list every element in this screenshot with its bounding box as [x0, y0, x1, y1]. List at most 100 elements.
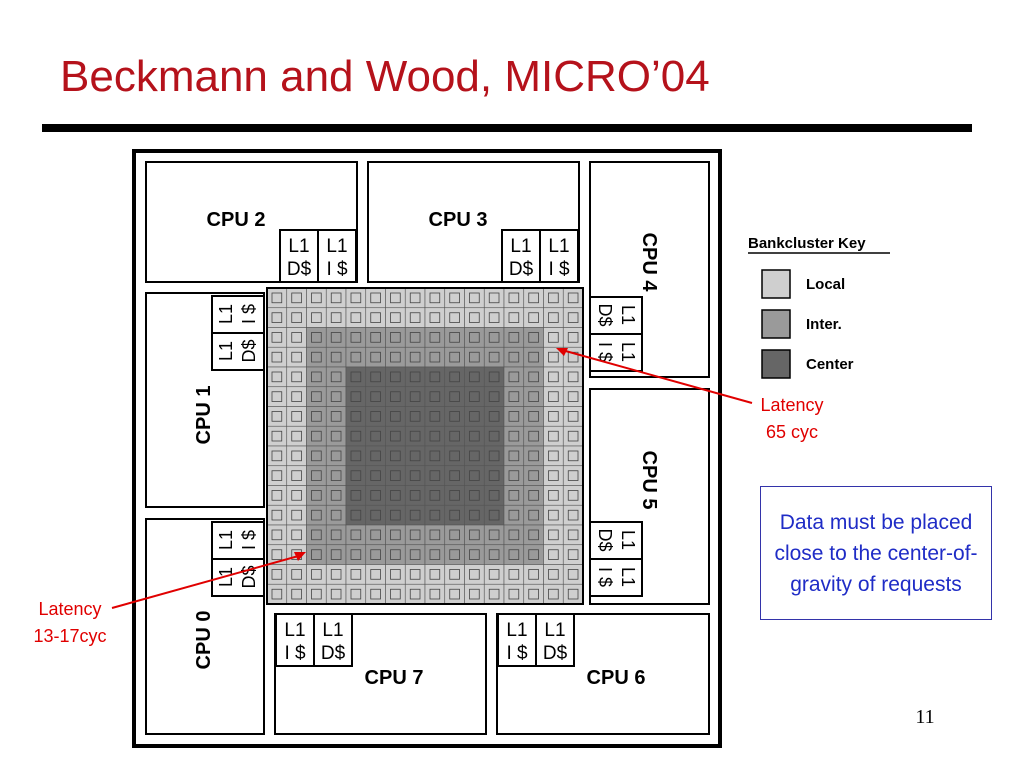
l2-bank: [345, 425, 367, 447]
l2-bank-inner: [449, 430, 460, 442]
l2-bank-inner: [409, 549, 421, 560]
l2-bank: [503, 366, 525, 388]
l2-bank-inner: [291, 529, 302, 541]
cache-label: L1: [618, 342, 638, 362]
l2-bank-inner: [508, 292, 520, 304]
l2-bank: [286, 504, 307, 526]
l2-bank: [543, 327, 564, 348]
l2-bank-inner: [409, 411, 421, 422]
l2-bank: [444, 307, 465, 328]
l2-bank-inner: [330, 332, 342, 343]
l2-bank: [483, 307, 505, 328]
l2-bank-inner: [271, 549, 283, 560]
l2-bank: [424, 327, 446, 348]
l2-bank-inner: [488, 312, 500, 323]
l2-bank: [503, 445, 525, 467]
l2-bank-inner: [330, 569, 342, 580]
l2-bank-inner: [271, 569, 283, 580]
l2-bank-inner: [528, 569, 539, 580]
l2-bank-inner: [330, 292, 342, 304]
l2-bank-inner: [429, 351, 441, 363]
l2-bank: [483, 504, 505, 526]
l2-bank: [385, 544, 406, 565]
l2-bank: [266, 445, 288, 467]
l2-bank: [286, 465, 307, 486]
l2-bank: [345, 307, 367, 328]
l2-bank-inner: [291, 371, 302, 383]
l2-bank: [424, 445, 446, 467]
l2-bank-inner: [528, 371, 539, 383]
l2-bank: [483, 524, 505, 546]
l2-bank-inner: [409, 292, 421, 304]
l2-bank: [365, 445, 386, 467]
l2-bank-inner: [429, 529, 441, 541]
l2-bank-inner: [370, 509, 381, 521]
l2-bank: [543, 524, 564, 546]
cache-label: L1: [216, 530, 236, 550]
l2-bank-inner: [429, 549, 441, 560]
l2-bank-inner: [390, 490, 401, 501]
l2-bank-inner: [449, 371, 460, 383]
l2-bank: [562, 307, 584, 328]
l2-bank-inner: [409, 391, 421, 402]
l2-bank: [266, 366, 288, 388]
l2-bank: [464, 425, 485, 447]
cache-label: I $: [326, 259, 348, 280]
l2-bank-inner: [528, 411, 539, 422]
l2-bank-inner: [350, 450, 362, 462]
l2-bank-grid-border: [266, 287, 584, 605]
l2-bank-inner: [390, 470, 401, 481]
l2-bank: [483, 583, 505, 605]
l2-bank: [404, 544, 426, 565]
l2-bank: [424, 346, 446, 368]
l2-bank: [266, 564, 288, 585]
l2-bank-inner: [548, 450, 559, 462]
l2-bank: [325, 287, 347, 309]
cpu5-label: CPU 5: [638, 451, 660, 510]
l2-bank-inner: [390, 351, 401, 363]
l2-bank: [404, 406, 426, 427]
l2-bank: [444, 366, 465, 388]
l2-bank-inner: [330, 411, 342, 422]
key-title: Bankcluster Key: [748, 235, 866, 252]
l2-bank-inner: [409, 332, 421, 343]
l2-bank: [365, 386, 386, 407]
l2-bank-inner: [488, 450, 500, 462]
l2-bank: [365, 307, 386, 328]
l2-bank-inner: [449, 292, 460, 304]
l2-bank: [562, 504, 584, 526]
l2-bank-inner: [390, 569, 401, 580]
l2-bank-inner: [488, 588, 500, 600]
l2-bank: [286, 583, 307, 605]
l2-bank-inner: [567, 411, 579, 422]
l2-bank: [503, 504, 525, 526]
cache-label: L1: [544, 620, 565, 641]
l2-bank: [345, 346, 367, 368]
cpu4-l1-caches: L1 D$ L1 I $: [589, 296, 643, 372]
l2-bank: [503, 386, 525, 407]
l2-bank: [365, 366, 386, 388]
l2-bank-inner: [449, 450, 460, 462]
l2-bank-inner: [390, 549, 401, 560]
l2-bank-inner: [409, 450, 421, 462]
l2-bank: [503, 406, 525, 427]
l2-bank-inner: [291, 450, 302, 462]
l2-bank-inner: [271, 509, 283, 521]
l2-bank-inner: [370, 588, 381, 600]
cache-label: L1: [326, 236, 347, 257]
l2-bank: [266, 425, 288, 447]
l2-bank-inner: [449, 549, 460, 560]
cpu3-label: CPU 3: [429, 209, 488, 231]
l2-bank: [345, 465, 367, 486]
l2-bank: [385, 564, 406, 585]
latency-far-annotation: Latency 65 cyc: [556, 348, 824, 442]
l2-bank: [562, 544, 584, 565]
l2-bank-inner: [390, 391, 401, 402]
l2-bank: [385, 366, 406, 388]
l2-bank: [424, 583, 446, 605]
l2-bank-inner: [350, 351, 362, 363]
l2-bank-inner: [390, 312, 401, 323]
l2-bank-inner: [429, 371, 441, 383]
l2-bank: [562, 386, 584, 407]
cpu4-label: CPU 4: [638, 233, 660, 293]
